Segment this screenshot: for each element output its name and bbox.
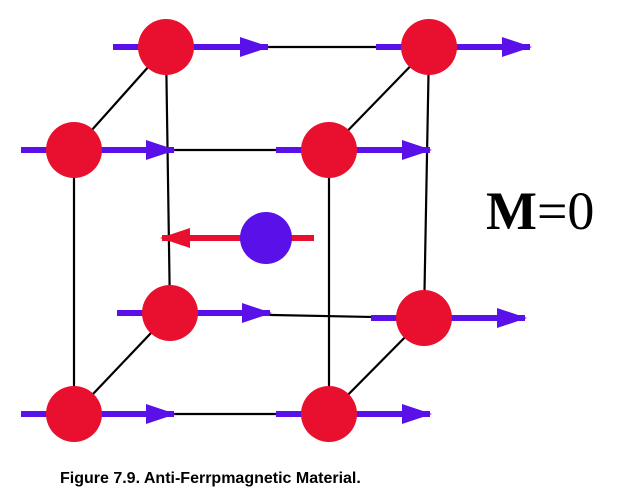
atom-back-bottom-right xyxy=(396,290,452,346)
atom-front-top-left xyxy=(46,122,102,178)
magnetization-label: M=0 xyxy=(486,181,594,241)
atom-back-bottom-left xyxy=(142,285,198,341)
atom-center xyxy=(240,212,292,264)
atom-front-bottom-left xyxy=(46,386,102,442)
figure-caption: Figure 7.9. Anti-Ferrpmagnetic Material. xyxy=(60,470,361,487)
corner-atoms xyxy=(46,19,457,442)
edge-back-right xyxy=(422,46,431,319)
atom-back-top-left xyxy=(138,19,194,75)
magnetization-value: =0 xyxy=(537,181,594,241)
atom-front-bottom-right xyxy=(301,386,357,442)
edge-back-left xyxy=(164,46,172,314)
atom-front-top-right xyxy=(301,122,357,178)
magnetization-symbol: M xyxy=(486,181,537,241)
atom-back-top-right xyxy=(401,19,457,75)
